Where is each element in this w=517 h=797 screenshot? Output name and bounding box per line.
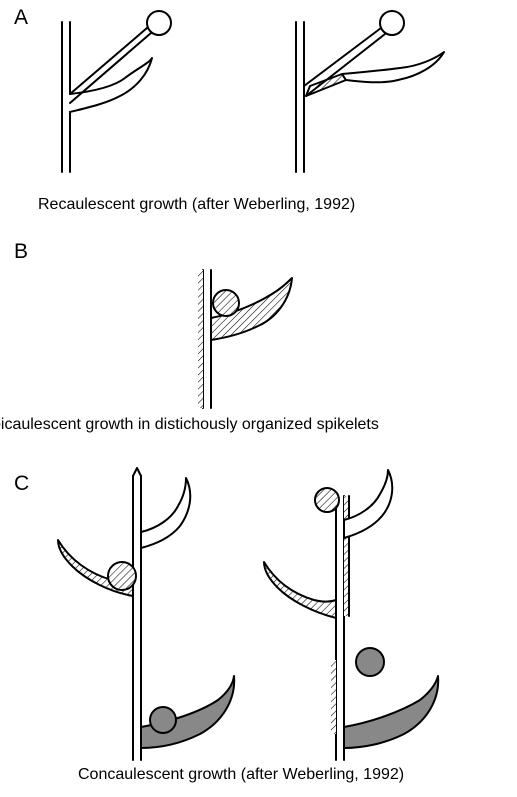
caption-panel-b: picaulescent growth in distichously orga… — [0, 416, 379, 434]
hatched-bract — [264, 562, 336, 618]
panel-label-a: A — [14, 6, 28, 30]
panel-a-left-diagram — [62, 11, 171, 172]
bract — [70, 58, 152, 112]
hatched-flower — [108, 562, 136, 590]
panel-c-left-diagram — [58, 468, 234, 760]
hatched-stem-strip-lower — [331, 660, 336, 734]
panel-label-c: C — [14, 472, 29, 496]
panel-c-right-diagram — [264, 470, 438, 760]
grey-flower — [150, 707, 176, 733]
flower-circle — [147, 11, 171, 35]
hatched-flower — [213, 290, 239, 316]
hatched-axis — [198, 270, 203, 408]
panel-b-diagram — [198, 270, 292, 408]
panel-a-right-diagram — [296, 11, 444, 172]
caption-panel-c: Concaulescent growth (after Weberling, 1… — [78, 766, 404, 784]
panel-label-b: B — [14, 240, 28, 264]
caption-panel-a: Recaulescent growth (after Weberling, 19… — [38, 196, 355, 214]
grey-flower — [356, 648, 384, 676]
white-bract — [344, 470, 392, 538]
grey-bract — [344, 676, 438, 748]
white-bract — [141, 478, 190, 548]
hatched-fusion — [306, 74, 346, 96]
hatched-flower — [315, 488, 339, 512]
flower-circle — [380, 11, 404, 35]
